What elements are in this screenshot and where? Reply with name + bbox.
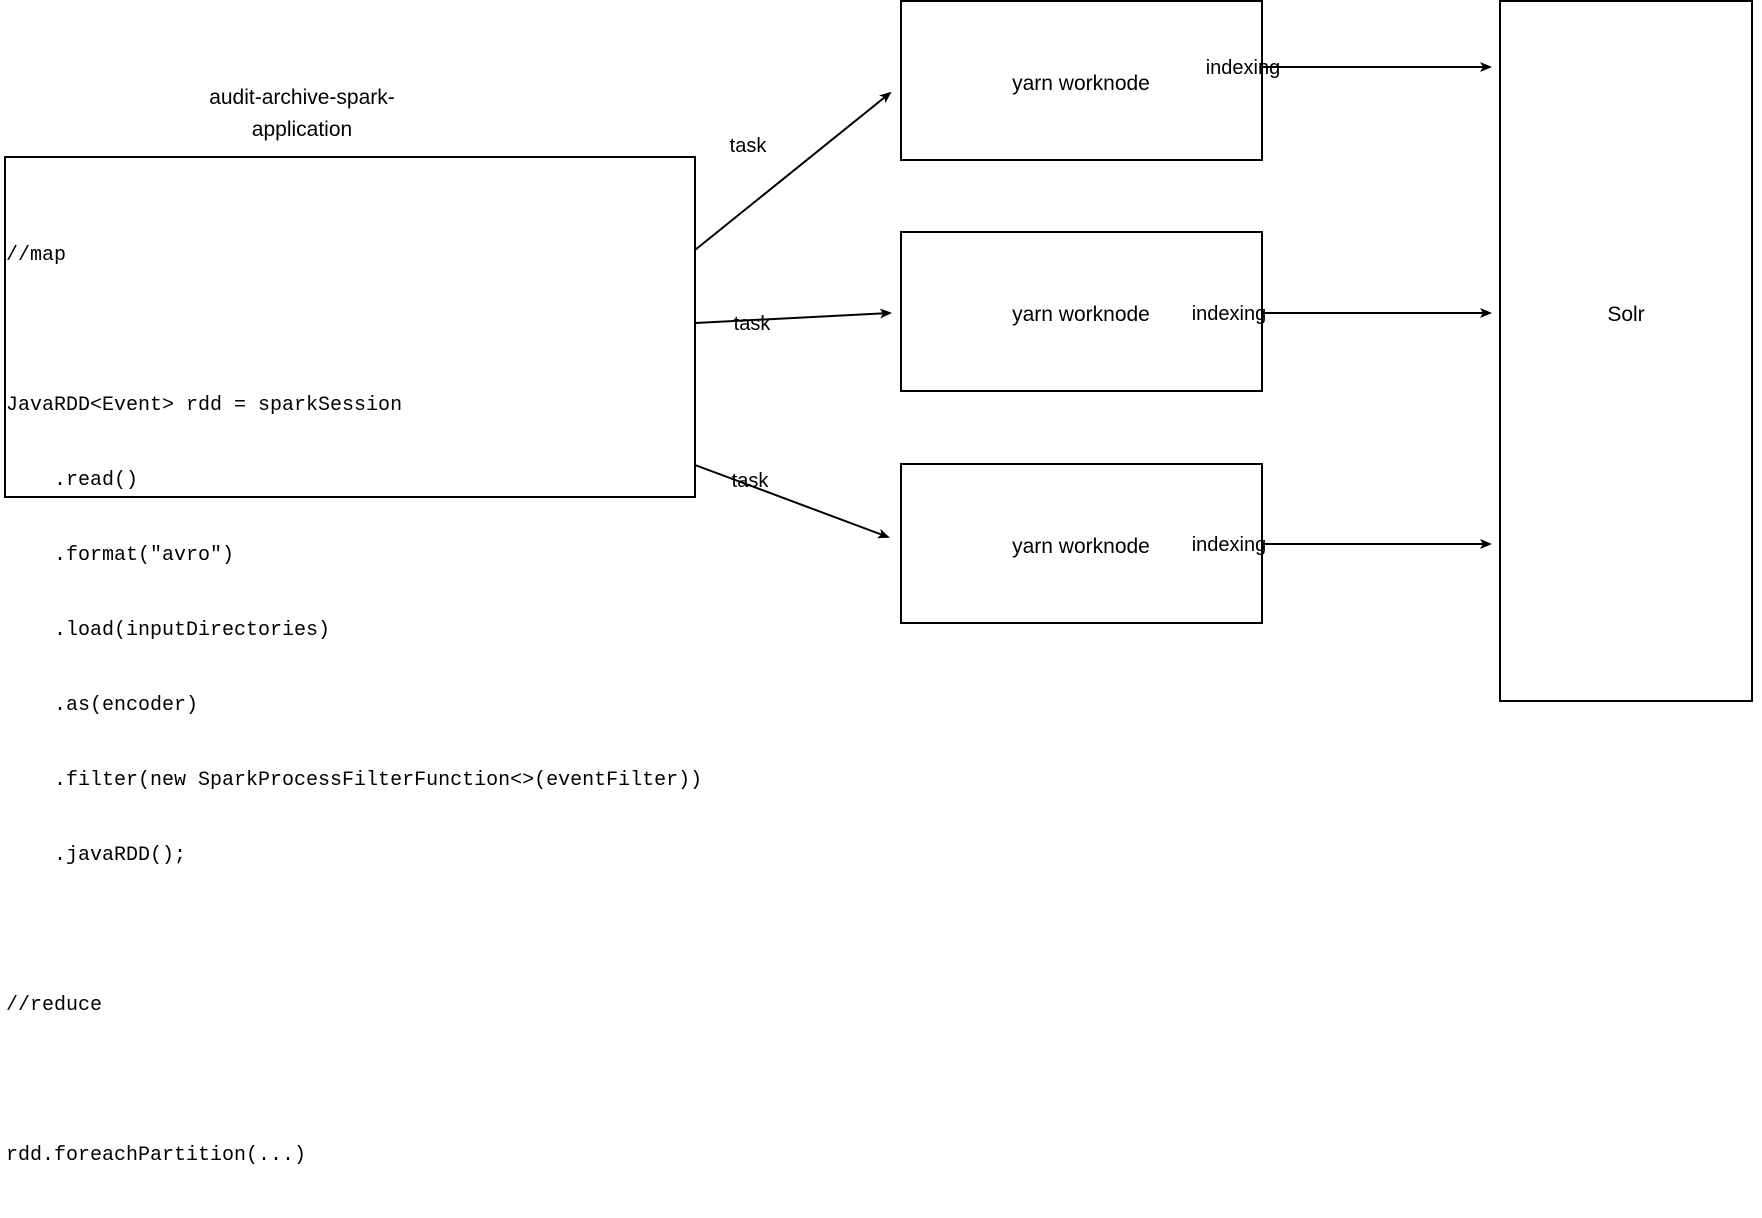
code-line: JavaRDD<Event> rdd = sparkSession bbox=[6, 394, 403, 417]
solr-box bbox=[1499, 0, 1753, 702]
spark-application-code-box bbox=[4, 156, 696, 498]
spark-application-code-text: //map JavaRDD<Event> rdd = sparkSession … bbox=[6, 193, 766, 1218]
yarn-worknode-3-box bbox=[900, 463, 1263, 624]
code-line: .filter(new SparkProcessFilterFunction<>… bbox=[6, 769, 703, 792]
yarn-worknode-1-box bbox=[900, 0, 1263, 161]
indexing-edge-3-label: indexing bbox=[1192, 534, 1267, 556]
code-line: //reduce bbox=[6, 994, 103, 1017]
task-edge-2-label: task bbox=[734, 313, 772, 335]
code-line: .javaRDD(); bbox=[6, 844, 187, 867]
code-line: .as(encoder) bbox=[6, 694, 199, 717]
code-line: .load(inputDirectories) bbox=[6, 619, 331, 642]
diagram-canvas: audit-archive-spark- application yarn wo… bbox=[4, 0, 1753, 1167]
task-edge-1-label: task bbox=[730, 135, 768, 157]
yarn-worknode-3-label: yarn worknode bbox=[1012, 535, 1150, 558]
diagram-svg: audit-archive-spark- application yarn wo… bbox=[4, 0, 1753, 702]
code-line bbox=[6, 918, 766, 943]
task-edge-1-line bbox=[694, 91, 892, 251]
yarn-worknode-1-label: yarn worknode bbox=[1012, 72, 1150, 95]
application-title-line-1: audit-archive-spark- bbox=[209, 86, 395, 109]
code-line: .format("avro") bbox=[6, 544, 235, 567]
code-line: .read() bbox=[6, 469, 139, 492]
code-line bbox=[6, 318, 766, 343]
solr-label: Solr bbox=[1607, 303, 1644, 326]
application-title-line-2: application bbox=[252, 118, 352, 141]
yarn-worknode-2-label: yarn worknode bbox=[1012, 303, 1150, 326]
code-line bbox=[6, 1068, 766, 1093]
task-edge-3-label: task bbox=[732, 470, 770, 492]
indexing-edge-1-label: indexing bbox=[1206, 57, 1281, 79]
code-line: rdd.foreachPartition(...) bbox=[6, 1144, 307, 1167]
task-edge-2-line bbox=[694, 308, 892, 324]
yarn-worknode-2-box bbox=[900, 231, 1263, 392]
indexing-edge-2-label: indexing bbox=[1192, 303, 1267, 325]
code-line: //map bbox=[6, 244, 67, 267]
task-edge-3-line bbox=[694, 464, 890, 539]
